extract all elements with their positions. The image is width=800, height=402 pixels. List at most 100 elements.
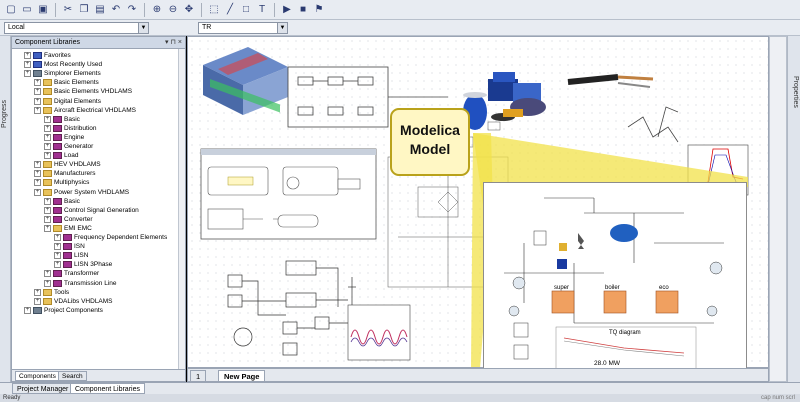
pan-icon[interactable]: ✥ — [184, 4, 194, 15]
panel-window-controls[interactable]: ▾ ⊓ × — [165, 39, 182, 46]
select-icon[interactable]: ⬚ — [209, 4, 219, 15]
expand-icon[interactable]: + — [54, 243, 61, 251]
parameter-combo[interactable]: TR ▼ — [198, 22, 288, 34]
zoom-in-icon[interactable]: ⊕ — [152, 4, 162, 15]
tree-item[interactable]: +Basic Elements VHDLAMS — [34, 87, 132, 96]
expand-icon[interactable]: + — [34, 161, 41, 169]
tree-item[interactable]: +EMI EMC — [44, 224, 92, 233]
lower-schematic — [227, 260, 356, 356]
tree-item[interactable]: +Tools — [34, 288, 69, 297]
tree-scrollbar[interactable] — [178, 49, 185, 369]
expand-icon[interactable]: + — [44, 115, 51, 123]
properties-side-tab[interactable]: Properties — [787, 36, 800, 384]
run-icon[interactable]: ▶ — [283, 4, 291, 15]
block-eco — [655, 290, 679, 314]
tree-item[interactable]: +LISN 3Phase — [54, 260, 112, 269]
rect-icon[interactable]: □ — [242, 4, 250, 15]
tree-item[interactable]: +Favorites — [24, 51, 71, 60]
line-icon[interactable]: ╱ — [226, 4, 234, 15]
chevron-down-icon[interactable]: ▼ — [138, 23, 148, 33]
expand-icon[interactable]: + — [44, 197, 51, 205]
tab-project-manager[interactable]: Project Manager — [12, 383, 74, 394]
tree-item[interactable]: +Transmission Line — [44, 279, 117, 288]
text-icon[interactable]: T — [258, 4, 266, 15]
tree-item[interactable]: +Generator — [44, 142, 93, 151]
stop-icon[interactable]: ■ — [299, 4, 307, 15]
chevron-down-icon[interactable]: ▼ — [277, 23, 287, 33]
library-filter-combo[interactable]: Local ▼ — [4, 22, 149, 34]
cut-icon[interactable]: ✂ — [63, 4, 73, 15]
tab-new-page[interactable]: New Page — [218, 370, 266, 382]
tree-item[interactable]: +Converter — [44, 215, 93, 224]
expand-icon[interactable]: + — [34, 170, 41, 178]
statechart-diagram — [200, 148, 377, 240]
tree-item[interactable]: +Frequency Dependent Elements — [54, 233, 167, 242]
expand-icon[interactable]: + — [34, 79, 41, 87]
tree-item[interactable]: +Digital Elements — [34, 97, 101, 106]
tree-item[interactable]: +Simplorer Elements — [24, 69, 101, 78]
tree-item[interactable]: +Basic Elements — [34, 78, 99, 87]
expand-icon[interactable]: + — [54, 234, 61, 241]
tree-item[interactable]: +Control Signal Generation — [44, 206, 139, 215]
expand-icon[interactable]: + — [24, 52, 31, 59]
expand-icon[interactable]: + — [44, 206, 51, 214]
tree-item[interactable]: +Manufacturers — [34, 169, 96, 178]
expand-icon[interactable]: + — [54, 252, 61, 260]
expand-icon[interactable]: + — [34, 188, 41, 196]
tree-item[interactable]: +Aircraft Electrical VHDLAMS — [34, 106, 136, 115]
expand-icon[interactable]: + — [34, 288, 41, 296]
tree-item-label: VDALibs VHDLAMS — [54, 297, 113, 305]
toolbar-separator — [144, 2, 145, 17]
tab-component-libraries[interactable]: Component Libraries — [70, 383, 145, 394]
copy-icon[interactable]: ❐ — [79, 4, 89, 15]
undo-icon[interactable]: ↶ — [111, 4, 121, 15]
tree-item[interactable]: +Multiphysics — [34, 178, 89, 187]
new-icon[interactable]: ▢ — [6, 4, 16, 15]
tree-item[interactable]: +Distribution — [44, 124, 97, 133]
expand-icon[interactable]: + — [24, 70, 31, 78]
expand-icon[interactable]: + — [34, 88, 41, 96]
tree-item[interactable]: + VDALibs VHDLAMS — [34, 297, 113, 306]
tab-page-1[interactable]: 1 — [190, 370, 207, 382]
expand-icon[interactable]: + — [24, 61, 31, 69]
pin-icon[interactable]: ⚑ — [314, 4, 324, 15]
zoom-out-icon[interactable]: ⊖ — [168, 4, 178, 15]
tree-item[interactable]: +Project Components — [24, 306, 103, 315]
expand-icon[interactable]: + — [34, 106, 41, 114]
progress-side-tab[interactable]: Progress — [0, 36, 11, 384]
open-icon[interactable]: ▭ — [22, 4, 32, 15]
expand-icon[interactable]: + — [54, 261, 61, 269]
tree-item[interactable]: +Transformer — [44, 269, 99, 278]
expand-icon[interactable]: + — [44, 124, 51, 132]
tree-item[interactable]: +Power System VHDLAMS — [34, 188, 129, 197]
tree-item[interactable]: +HEV VHDLAMS — [34, 160, 101, 169]
expand-icon[interactable]: + — [24, 306, 31, 314]
tree-item[interactable]: +Load — [44, 151, 78, 160]
expand-icon[interactable]: + — [34, 97, 41, 105]
tree-item[interactable]: +LISN — [54, 251, 88, 260]
expand-icon[interactable]: + — [44, 152, 51, 160]
magnetic-diagram — [627, 106, 679, 143]
canvas-scrollbar[interactable] — [769, 36, 787, 382]
expand-icon[interactable]: + — [34, 179, 41, 187]
tab-components[interactable]: Components — [15, 371, 60, 381]
paste-icon[interactable]: ▤ — [95, 4, 105, 15]
tree-item[interactable]: +Most Recently Used — [24, 60, 102, 69]
redo-icon[interactable]: ↷ — [127, 4, 137, 15]
expand-icon[interactable]: + — [44, 143, 51, 150]
tree-item[interactable]: +Engine — [44, 133, 84, 142]
expand-icon[interactable]: + — [34, 297, 41, 305]
block-super — [551, 290, 575, 314]
expand-icon[interactable]: + — [44, 279, 51, 287]
tree-item[interactable]: +Basic — [44, 197, 80, 206]
expand-icon[interactable]: + — [44, 270, 51, 278]
save-icon[interactable]: ▣ — [38, 4, 48, 15]
properties-tab-label: Properties — [792, 76, 799, 108]
tree-item[interactable]: +ISN — [54, 242, 85, 251]
expand-icon[interactable]: + — [44, 224, 51, 232]
tab-search[interactable]: Search — [58, 371, 87, 381]
tree-item[interactable]: +Basic — [44, 115, 80, 124]
folder-icon — [43, 297, 52, 305]
expand-icon[interactable]: + — [44, 133, 51, 141]
expand-icon[interactable]: + — [44, 215, 51, 223]
